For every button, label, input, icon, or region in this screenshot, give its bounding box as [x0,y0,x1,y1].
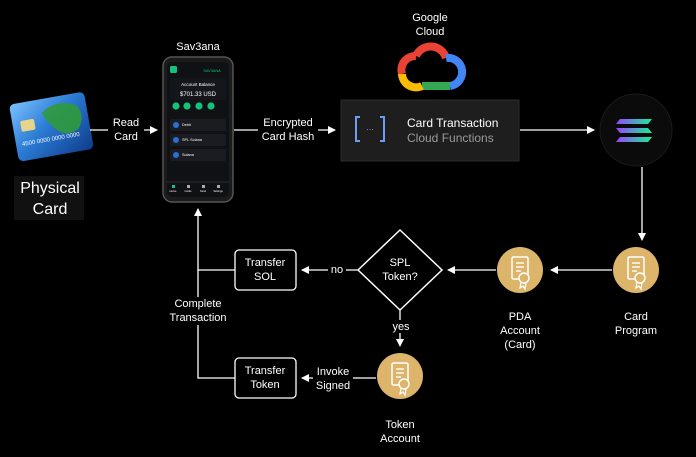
nav-send: Send [200,189,207,193]
token-account-icon [376,352,424,400]
edge-label-invoke: Invoke [317,366,349,378]
spl-label-2: Token? [382,271,417,283]
google-cloud-label-2: Cloud [416,26,445,38]
nav-settings: Settings [213,189,223,193]
card-program-label-2: Program [615,325,657,337]
pda-label-2: Account [500,325,540,337]
cloud-function-subtitle: Cloud Functions [407,131,494,145]
edge-label-complete: Complete [174,298,221,310]
spl-token-decision [356,228,444,312]
edge-label-card-hash: Card Hash [262,131,315,143]
app-title: Sav3ana [176,41,220,53]
physical-card-label-2: Card [33,201,68,218]
solana-logo [599,93,673,167]
pda-label-1: PDA [509,311,532,323]
nav-home: Home [170,189,177,193]
google-cloud-logo [397,42,467,92]
balance-value: $701.33 USD [180,92,217,98]
credit-card-image: 4500 0000 0000 0000 [9,92,94,162]
spl-label-1: SPL [390,257,411,269]
physical-card-label-bg [14,176,84,220]
phone-row-1: Debit [182,123,192,127]
pda-account-icon [496,246,544,294]
nav-cards: Cards [185,189,193,193]
physical-card-label-1: Physical [20,180,80,197]
cloud-functions-glyph: ··· [366,125,374,134]
transfer-sol-box [234,249,297,291]
transfer-sol-label-2: SOL [254,271,276,283]
smartphone-app: SAV3ANA Account Balance $701.33 USD Debi… [162,56,234,203]
edge-label-read: Read [113,117,139,129]
token-account-label-1: Token [385,419,414,431]
google-cloud-label-1: Google [412,12,447,24]
balance-label: Account Balance [181,82,215,87]
pda-label-3: (Card) [504,339,535,351]
card-program-label-1: Card [624,311,648,323]
cloud-function-box [340,99,520,162]
phone-row-3: Solana [182,153,195,157]
card-program-icon [612,246,660,294]
edge-transfer-sol-to-phone [194,208,235,271]
edge-label-signed: Signed [316,380,350,392]
cloud-function-title: Card Transaction [407,116,498,130]
cloud-functions-icon: ··· [355,116,385,142]
edge-label-no: no [331,264,343,276]
edge-label-yes: yes [392,321,410,333]
transfer-token-box [234,357,297,399]
edge-label-encrypted: Encrypted [263,117,313,129]
token-account-label-2: Account [380,433,420,445]
transfer-sol-label-1: Transfer [245,257,286,269]
edge-label-transaction: Transaction [169,312,226,324]
phone-brand: SAV3ANA [203,69,221,73]
transfer-token-label-1: Transfer [245,365,286,377]
transfer-token-label-2: Token [250,379,279,391]
edge-label-card: Card [114,131,138,143]
phone-row-2: SPL Solana [182,138,203,142]
